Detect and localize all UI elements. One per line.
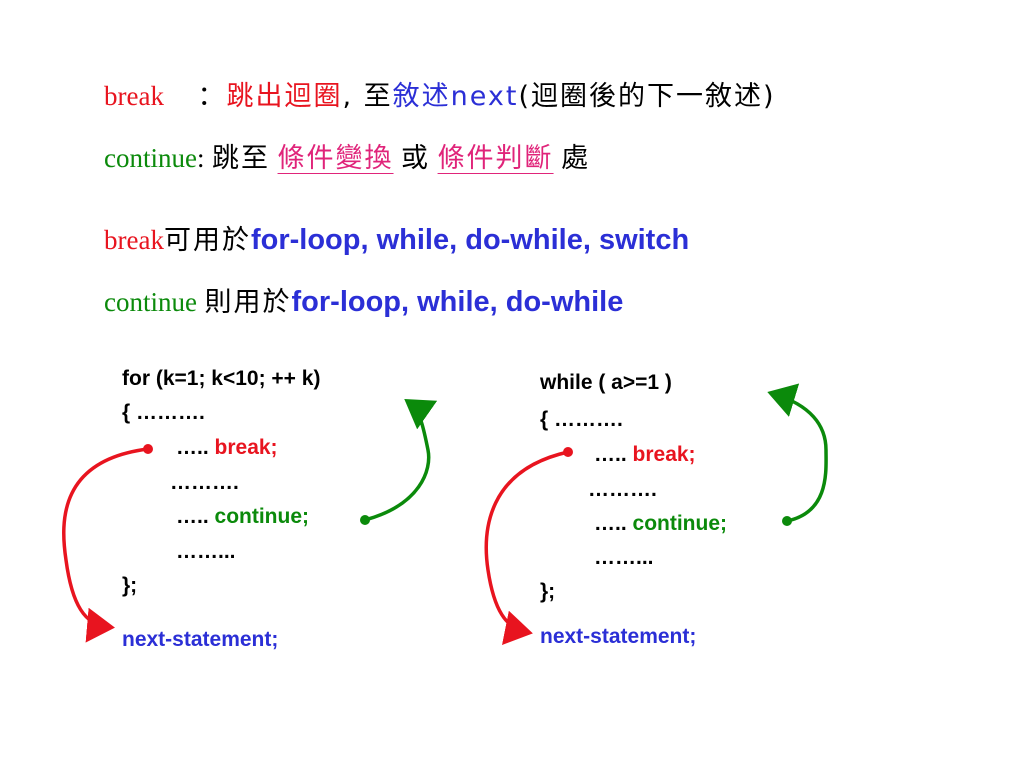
continue-keyword: continue bbox=[104, 287, 197, 317]
condition-change-link: 條件變換 bbox=[277, 143, 394, 174]
continue-usage: continue 則用於for-loop, while, do-while bbox=[104, 286, 623, 319]
for-loop-break-line: ….. break; bbox=[176, 436, 278, 460]
condition-check-link: 條件判斷 bbox=[437, 143, 554, 174]
while-loop-header: while ( a>=1 ) bbox=[540, 371, 672, 394]
next-keyword: next bbox=[450, 81, 519, 112]
break-statement: break; bbox=[632, 443, 696, 466]
for-next-statement: next-statement; bbox=[122, 628, 279, 651]
usable-in-text: 可用於 bbox=[163, 225, 251, 256]
break-arrow-path bbox=[484, 450, 569, 646]
break-description: break ：跳出迴圈, 至敘述next(迴圈後的下一敘述) bbox=[104, 80, 776, 113]
place-text: 處 bbox=[561, 143, 591, 174]
next-statement-explanation: (迴圈後的下一敘述) bbox=[518, 81, 776, 112]
while-loop-middle-dots: ………. bbox=[588, 478, 657, 501]
continue-arrow-path bbox=[364, 398, 438, 522]
while-break-arrow bbox=[484, 447, 573, 646]
ellipsis: ….. bbox=[594, 443, 627, 466]
ellipsis: ….. bbox=[594, 512, 627, 535]
for-loop-continue-line: ….. continue; bbox=[176, 505, 309, 529]
continue-description: continue: 跳至 條件變換 或 條件判斷 處 bbox=[104, 142, 590, 175]
break-keyword: break bbox=[104, 225, 164, 255]
while-loop-end-dots: ……... bbox=[594, 546, 654, 569]
break-keyword: break bbox=[104, 81, 164, 111]
continue-keyword: continue bbox=[104, 143, 197, 173]
break-arrow-path bbox=[62, 447, 149, 643]
ellipsis: ….. bbox=[176, 436, 209, 459]
while-loop-break-line: ….. break; bbox=[594, 443, 696, 467]
continue-statement: continue; bbox=[632, 512, 728, 535]
for-continue-arrow bbox=[360, 398, 438, 525]
statement-text: 敘述 bbox=[392, 81, 451, 112]
while-loop-open: { ………. bbox=[540, 408, 623, 431]
for-loop-open: { ………. bbox=[122, 401, 205, 424]
for-loop-middle-dots: ………. bbox=[170, 471, 239, 494]
break-statement: break; bbox=[214, 436, 278, 459]
while-loop-continue-line: ….. continue; bbox=[594, 512, 727, 536]
for-break-arrow bbox=[62, 444, 153, 643]
continue-loop-list: for-loop, while, do-while bbox=[291, 286, 624, 318]
for-loop-header: for (k=1; k<10; ++ k) bbox=[122, 367, 321, 390]
break-usage: break可用於for-loop, while, do-while, switc… bbox=[104, 224, 689, 257]
colon: : bbox=[196, 143, 205, 173]
continue-statement: continue; bbox=[214, 505, 310, 528]
jump-to-text: 跳至 bbox=[212, 143, 271, 174]
ellipsis: ….. bbox=[176, 505, 209, 528]
to-text: , 至 bbox=[342, 81, 393, 112]
continue-arrow-path bbox=[767, 383, 828, 523]
while-next-statement: next-statement; bbox=[540, 625, 697, 648]
or-text: 或 bbox=[401, 143, 431, 174]
break-loop-list: for-loop, while, do-while, switch bbox=[250, 224, 690, 256]
for-loop-end-dots: ……... bbox=[176, 540, 236, 563]
exit-loop-text: 跳出迴圈 bbox=[226, 81, 343, 112]
colon: ： bbox=[197, 81, 227, 112]
used-in-text: 則用於 bbox=[204, 287, 292, 318]
while-loop-close: }; bbox=[540, 580, 556, 603]
for-loop-close: }; bbox=[122, 574, 138, 597]
while-continue-arrow bbox=[767, 383, 828, 526]
